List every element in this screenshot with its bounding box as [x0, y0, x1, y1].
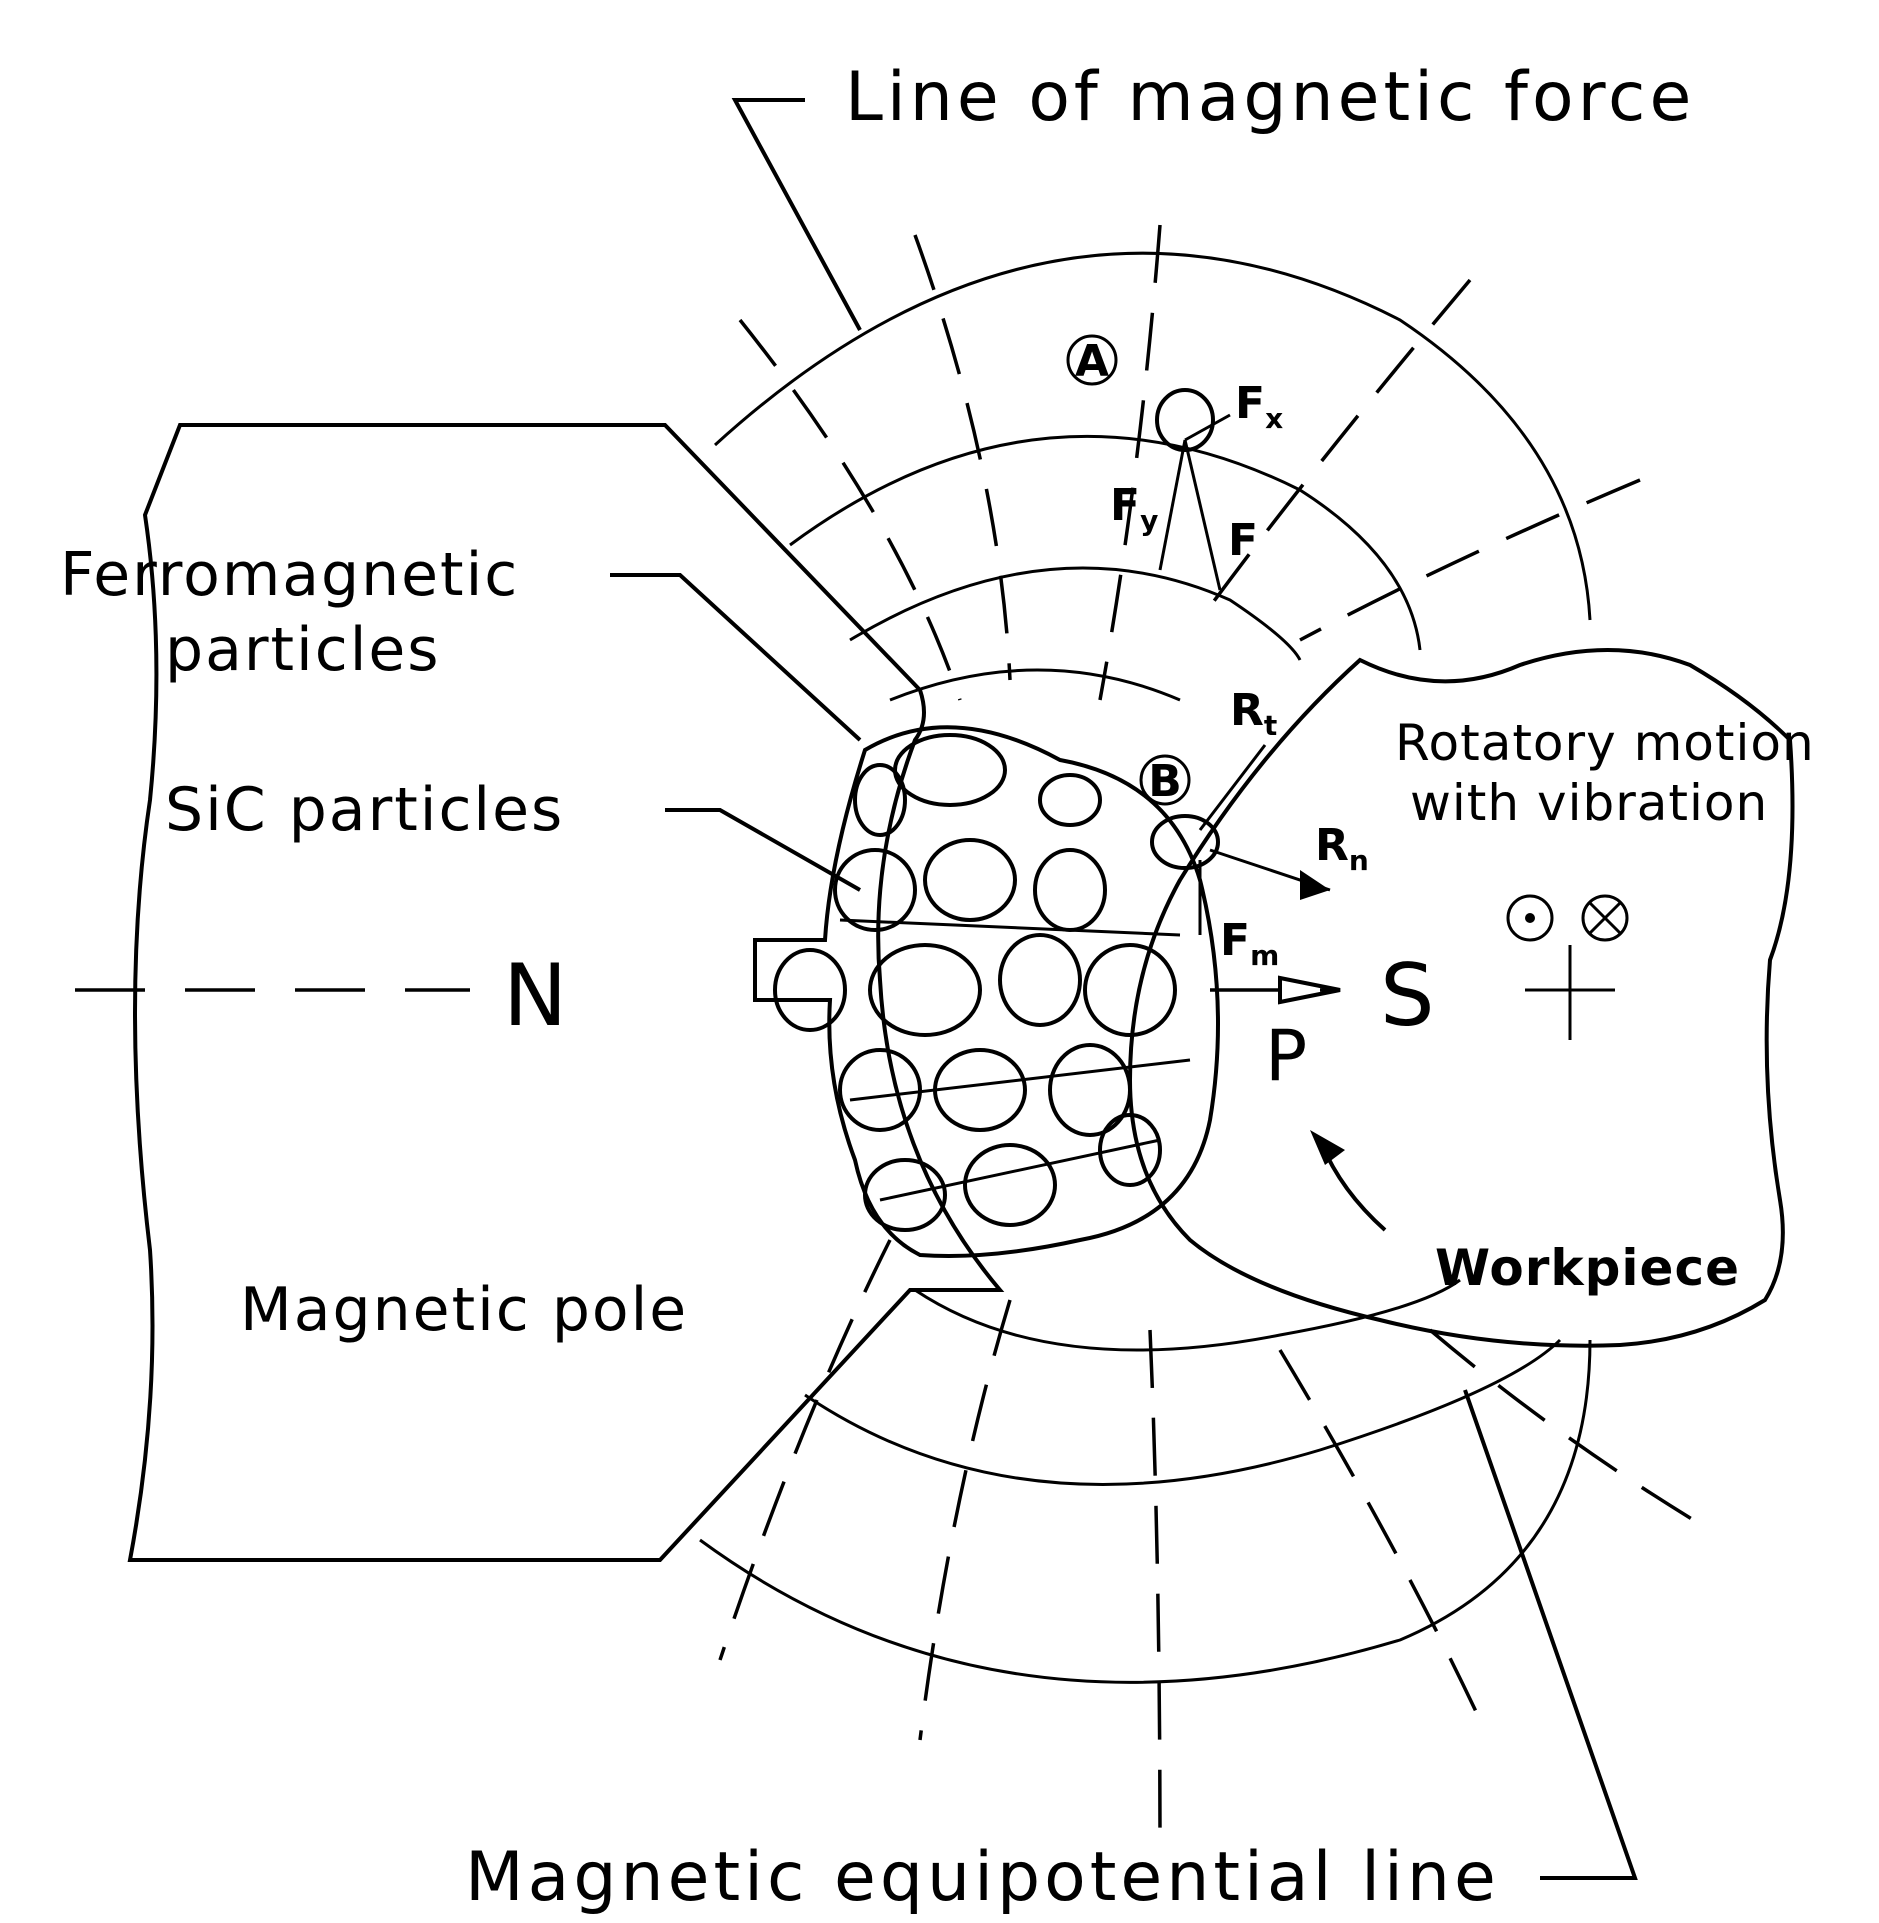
- label-ferromagnetic-2: particles: [165, 615, 441, 685]
- label-f: F: [1228, 515, 1258, 566]
- magnetic-equipotential-lines: [718, 224, 1711, 1851]
- label-equipotential: Magnetic equipotential line: [465, 1838, 1500, 1917]
- particle-b-label: B: [1148, 756, 1182, 807]
- label-magnetic-pole: Magnetic pole: [240, 1275, 688, 1345]
- label-line-of-force: Line of magnetic force: [845, 58, 1695, 137]
- rotation-arrowhead: [1310, 1130, 1345, 1165]
- out-of-page-dot: [1525, 913, 1535, 923]
- label-rt: Rt: [1230, 685, 1277, 742]
- label-south: S: [1380, 946, 1435, 1046]
- label-fy: Fy: [1110, 480, 1158, 537]
- label-north: N: [503, 946, 567, 1046]
- abrasive-brush-cluster: [753, 725, 1220, 1258]
- particle-a-label: A: [1075, 336, 1109, 387]
- force-arrows-a: [1158, 413, 1231, 591]
- label-point-p: P: [1265, 1015, 1307, 1097]
- label-workpiece: Workpiece: [1435, 1239, 1740, 1297]
- particle-a: [1155, 388, 1215, 452]
- particle-b: [1150, 814, 1220, 870]
- label-rotatory-2: with vibration: [1410, 774, 1768, 832]
- label-rotatory-1: Rotatory motion: [1395, 714, 1815, 772]
- into-page-circle: [1581, 894, 1629, 942]
- leader-equipotential: [1463, 1389, 1638, 1880]
- particle-a-marker: [1066, 334, 1118, 386]
- leader-sic: [665, 808, 861, 892]
- label-fm: Fm: [1220, 915, 1279, 972]
- leader-line-of-force: [731, 98, 862, 331]
- out-of-page-circle: [1506, 894, 1554, 942]
- leader-ferromagnetic: [610, 573, 862, 742]
- into-page-cross-b: [1588, 901, 1622, 935]
- workpiece-outline: [1127, 648, 1795, 1348]
- force-arrows-b: [1198, 744, 1331, 935]
- label-fx: Fx: [1235, 378, 1283, 435]
- label-rn: Rn: [1315, 820, 1369, 877]
- magnetic-force-arrow-p: [1278, 975, 1341, 1005]
- label-ferromagnetic-1: Ferromagnetic: [60, 540, 519, 610]
- particle-b-marker: [1139, 754, 1191, 806]
- magnetic-pole-outline: [127, 423, 1005, 1562]
- label-sic: SiC particles: [165, 775, 564, 845]
- lines-of-magnetic-force: [699, 251, 1592, 1684]
